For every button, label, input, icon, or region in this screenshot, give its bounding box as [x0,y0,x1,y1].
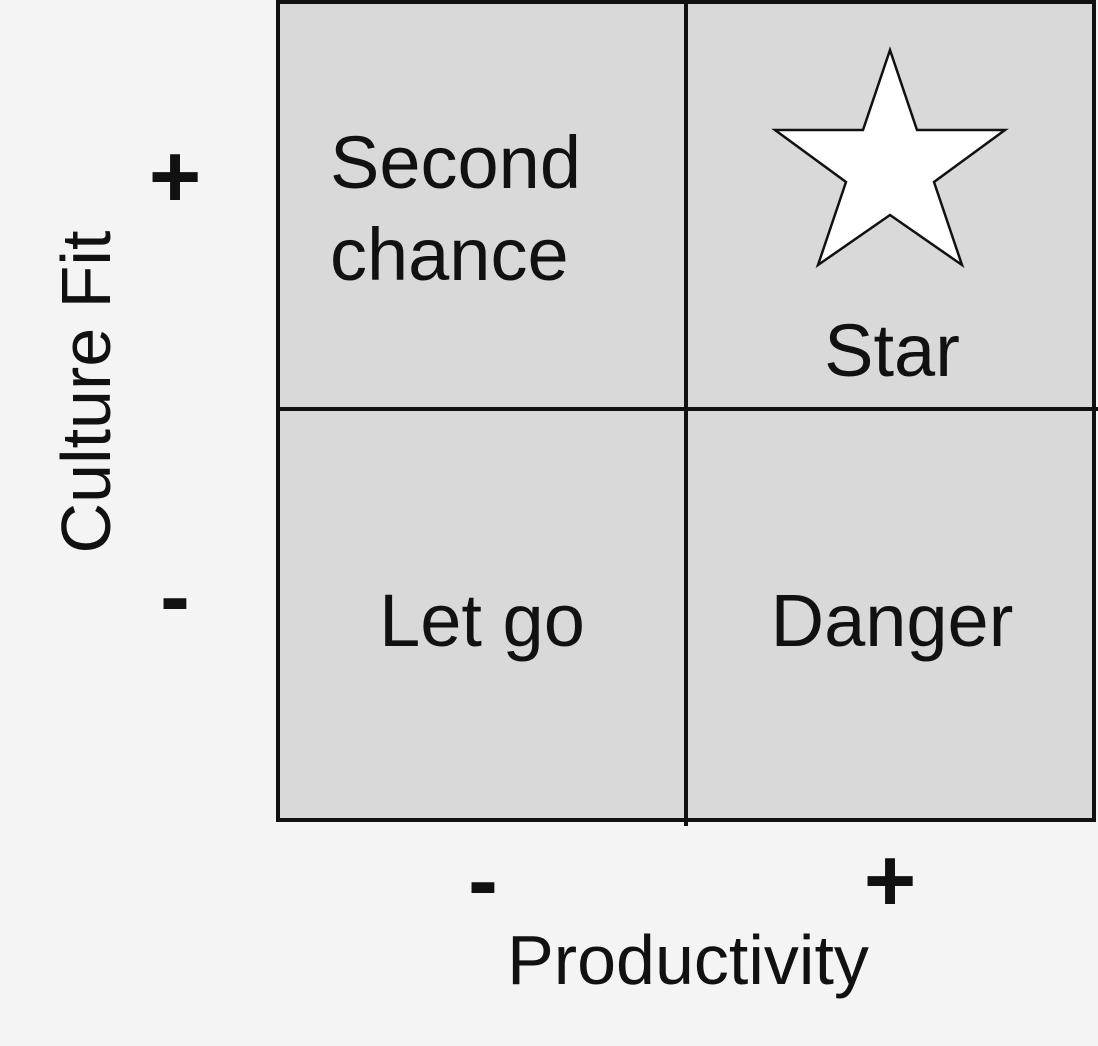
x-axis-label: Productivity [507,921,869,999]
vertical-divider [684,0,688,826]
quadrant-second-chance-label: Second chance [330,121,581,296]
quadrant-star-label: Star [824,309,960,392]
star-icon [771,46,1009,269]
x-axis-low-sign: - [468,831,498,931]
y-axis-high-sign: + [148,127,202,227]
horizontal-divider [276,407,1098,411]
y-axis-low-sign: - [160,547,190,647]
quadrant-let-go-label: Let go [379,579,585,662]
x-axis-high-sign: + [863,831,917,931]
quadrant-danger-label: Danger [770,579,1014,662]
y-axis-label: Culture Fit [47,230,125,554]
